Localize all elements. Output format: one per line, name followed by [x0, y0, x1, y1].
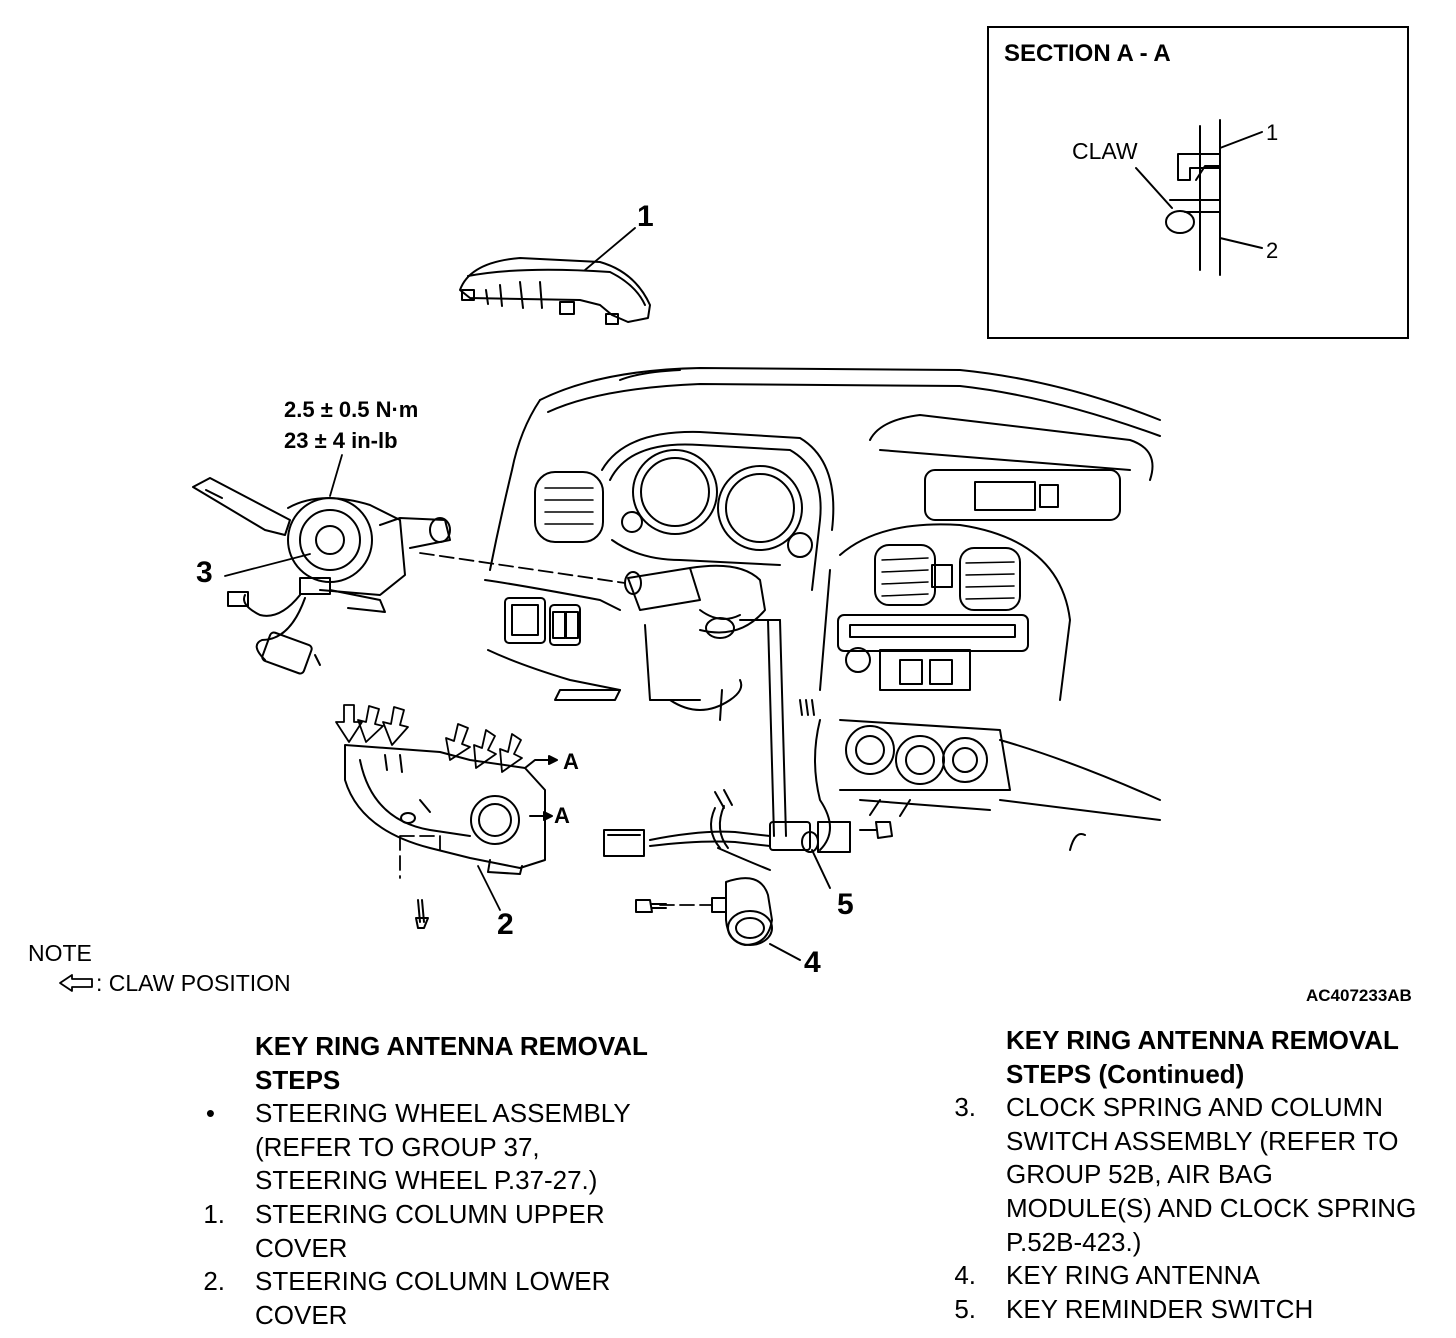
- torque-imperial: 23 ± 4 in-lb: [284, 428, 398, 453]
- note-claw-legend: : CLAW POSITION: [96, 970, 291, 996]
- step-marker: 1.: [203, 1198, 225, 1229]
- step-text: COVER: [255, 1299, 348, 1330]
- step-text: COVER: [255, 1232, 348, 1263]
- step-text: STEERING WHEEL ASSEMBLY: [255, 1098, 631, 1129]
- key-switch-leader-lines: [739, 619, 787, 837]
- step-text: CLOCK SPRING AND COLUMN: [1006, 1092, 1384, 1123]
- column-switch-drawing: [192, 477, 451, 675]
- step-text: (REFER TO GROUP 37,: [255, 1131, 540, 1162]
- callout-3: 3: [196, 556, 213, 589]
- callout-leaders: [224, 227, 636, 911]
- step-marker: 4.: [954, 1260, 976, 1291]
- steps-heading-line2: STEPS: [255, 1064, 341, 1095]
- exploded-diagram: [59, 119, 1263, 992]
- steps-heading-line1: KEY RING ANTENNA REMOVAL: [1006, 1025, 1399, 1055]
- callout-5: 5: [837, 888, 854, 921]
- step-text: SWITCH ASSEMBLY (REFER TO: [1006, 1125, 1399, 1156]
- step-text: STEERING WHEEL P.37-27.): [255, 1165, 598, 1196]
- figure-id: AC407233AB: [1306, 986, 1412, 1005]
- steps-heading-line1: KEY RING ANTENNA REMOVAL: [255, 1031, 648, 1061]
- callout-2: 2: [497, 908, 514, 941]
- step-text: KEY REMINDER SWITCH: [1006, 1293, 1314, 1324]
- section-aa-box: [987, 26, 1409, 339]
- step-marker: •: [205, 1098, 215, 1129]
- callout-4: 4: [804, 946, 821, 979]
- upper-cover-drawing: [459, 257, 651, 325]
- steps-heading-line2: STEPS (Continued): [1006, 1058, 1245, 1089]
- assembly-guide-lines: [399, 552, 713, 906]
- removal-steps-left: KEY RING ANTENNA REMOVAL STEPS • STEERIN…: [203, 1030, 648, 1332]
- step-text: MODULE(S) AND CLOCK SPRING: [1006, 1192, 1417, 1223]
- section-a-markers: [524, 755, 558, 821]
- dashboard-drawing: [484, 367, 1161, 851]
- step-item: 4. KEY RING ANTENNA: [954, 1259, 1416, 1293]
- removal-steps-right: KEY RING ANTENNA REMOVAL STEPS (Continue…: [954, 1024, 1417, 1327]
- step-text: GROUP 52B, AIR BAG: [1006, 1159, 1273, 1190]
- section-part-2-label: 2: [1266, 238, 1279, 263]
- section-a-label-bottom: A: [554, 803, 570, 828]
- claw-arrows: [59, 704, 523, 992]
- step-item: • STEERING WHEEL ASSEMBLY (REFER TO GROU…: [206, 1097, 648, 1198]
- step-text: P.52B-423.): [1006, 1226, 1142, 1257]
- step-text: STEERING COLUMN UPPER: [255, 1198, 605, 1229]
- key-ring-antenna-drawing: [635, 877, 801, 961]
- section-aa-title: SECTION A - A: [1004, 40, 1171, 67]
- step-item: 5. KEY REMINDER SWITCH: [954, 1293, 1416, 1327]
- section-part-1-label: 1: [1266, 120, 1279, 145]
- step-marker: 5.: [954, 1293, 976, 1324]
- section-a-label-top: A: [563, 749, 579, 774]
- note-title: NOTE: [28, 940, 92, 966]
- step-text: KEY RING ANTENNA: [1006, 1260, 1260, 1291]
- claw-label: CLAW: [1072, 138, 1138, 164]
- callout-1: 1: [637, 200, 654, 233]
- step-marker: 3.: [954, 1092, 976, 1123]
- torque-metric: 2.5 ± 0.5 N·m: [284, 397, 419, 422]
- step-text: STEERING COLUMN LOWER: [255, 1266, 611, 1297]
- step-item: 2. STEERING COLUMN LOWER COVER: [203, 1265, 648, 1332]
- lower-cover-drawing: [344, 744, 546, 929]
- section-aa-drawing: [1135, 119, 1263, 276]
- key-switch-drawing: [603, 789, 893, 889]
- step-item: 1. STEERING COLUMN UPPER COVER: [203, 1198, 648, 1265]
- step-item: 3. CLOCK SPRING AND COLUMN SWITCH ASSEMB…: [954, 1091, 1417, 1259]
- step-marker: 2.: [203, 1266, 225, 1297]
